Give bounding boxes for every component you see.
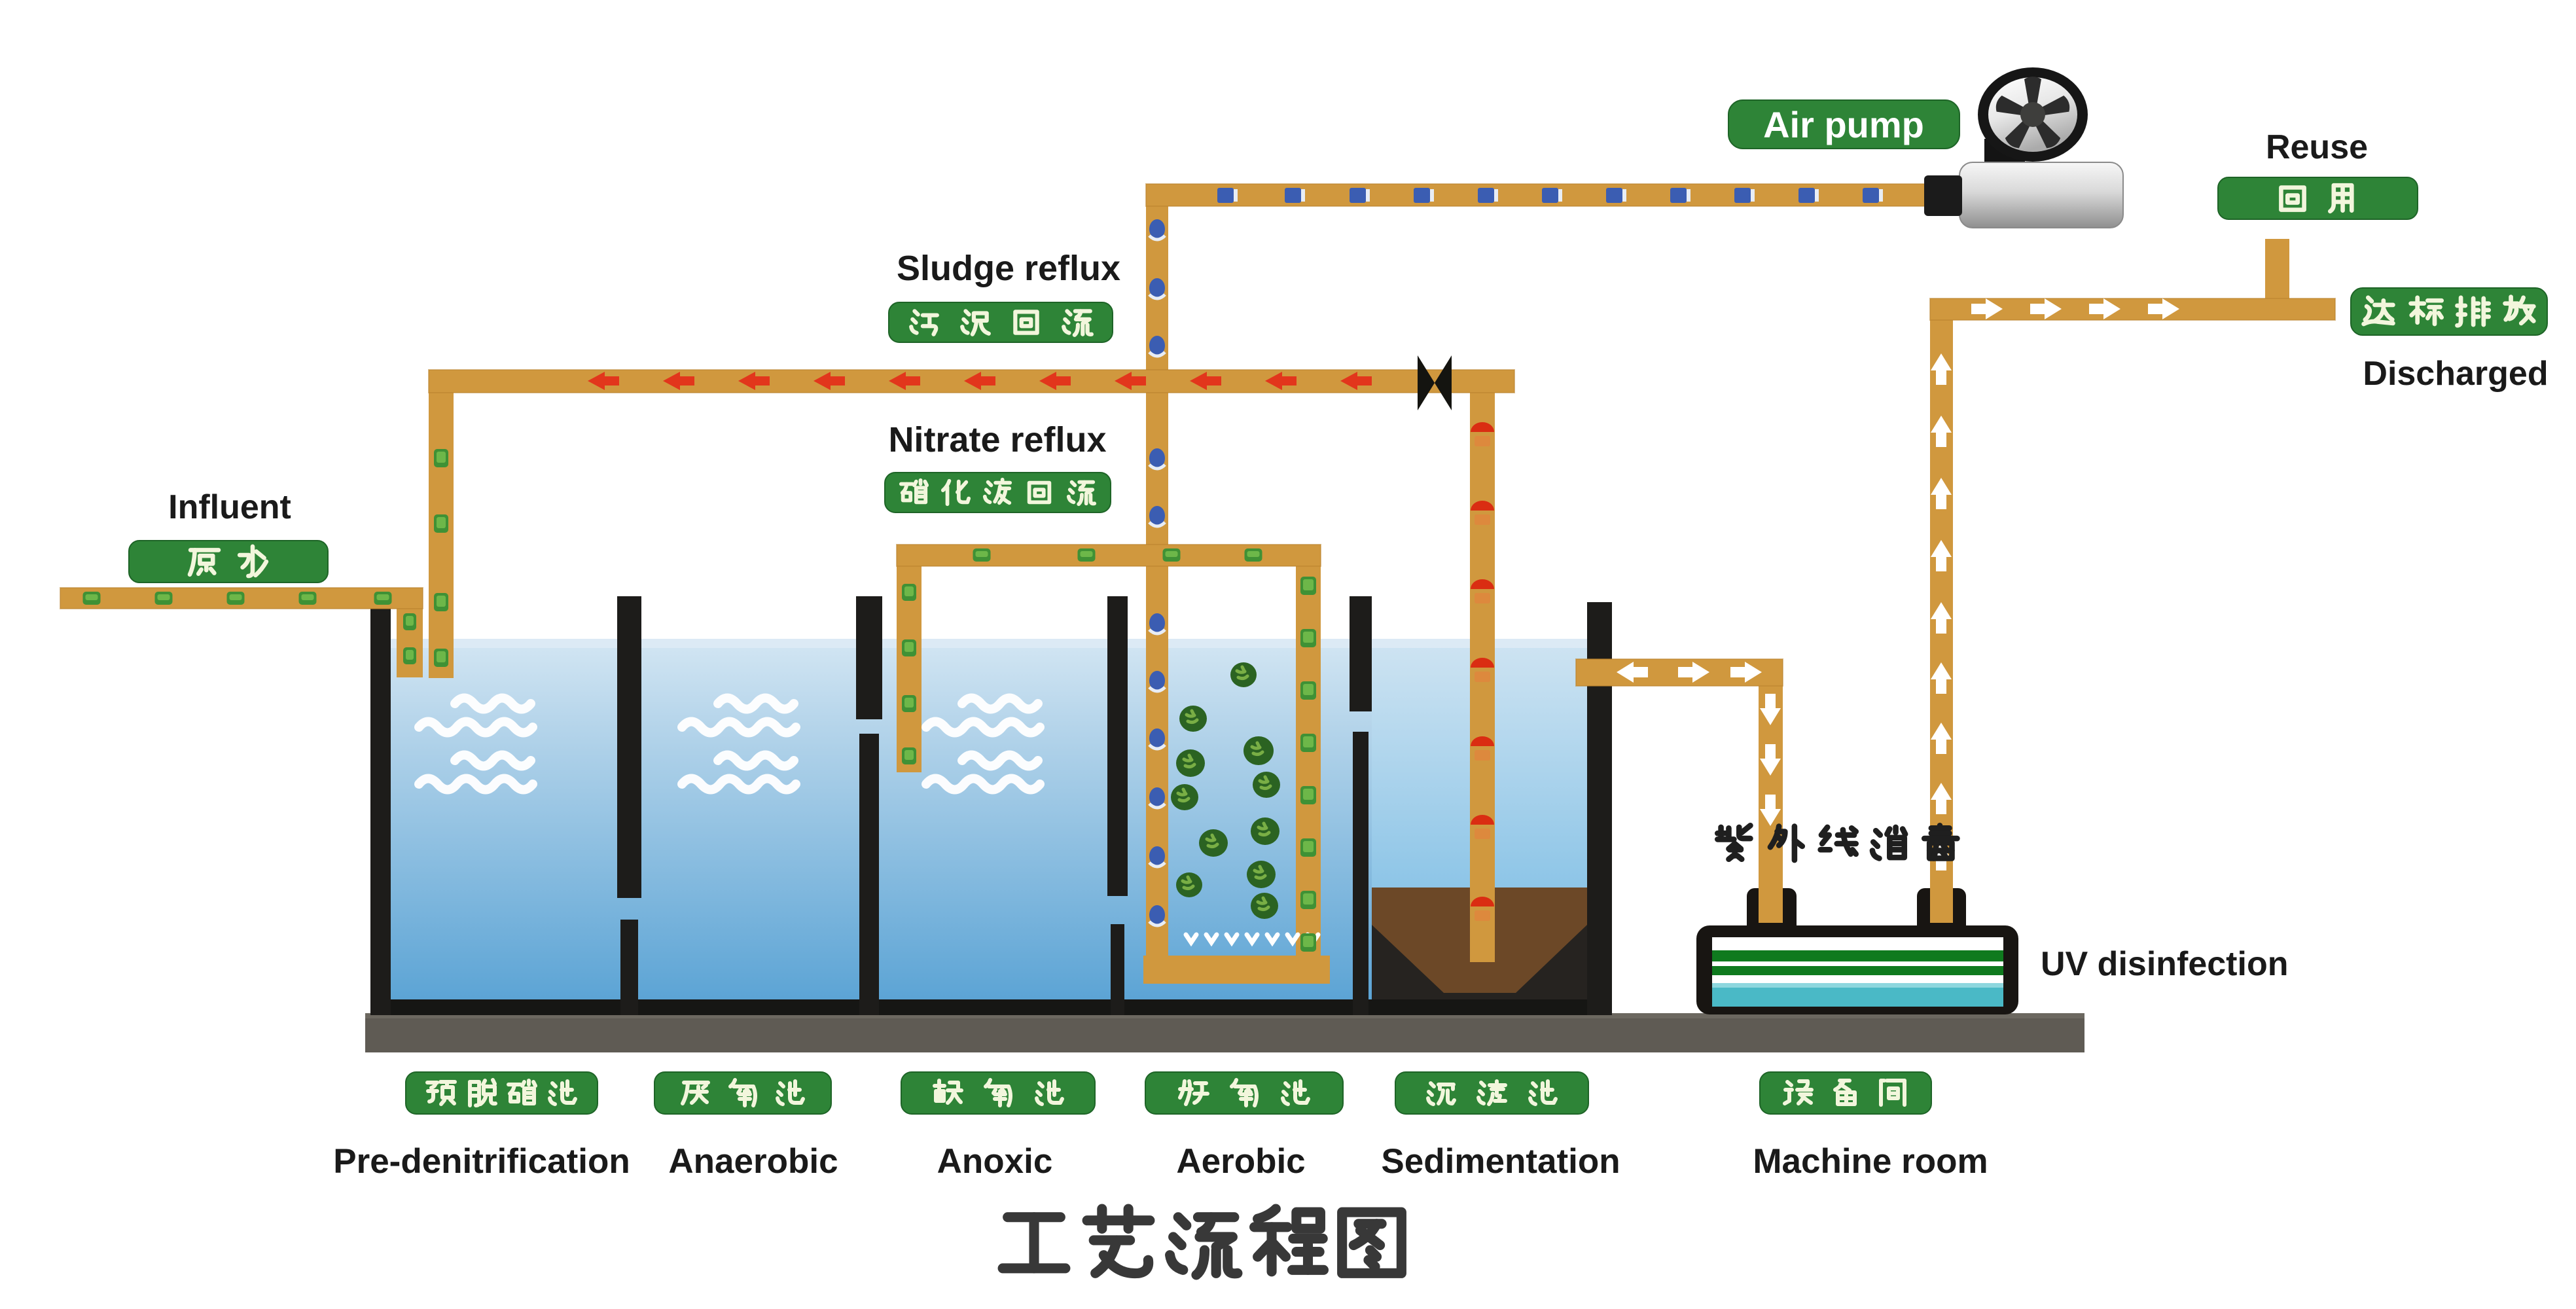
svg-text:Pre-denitrification: Pre-denitrification: [333, 1142, 630, 1181]
svg-text:Reuse: Reuse: [2266, 128, 2368, 166]
svg-text:Sedimentation: Sedimentation: [1381, 1142, 1620, 1181]
svg-text:Nitrate reflux: Nitrate reflux: [888, 420, 1106, 459]
svg-text:Air pump: Air pump: [1763, 104, 1924, 145]
svg-text:Influent: Influent: [168, 488, 291, 526]
svg-text:Anoxic: Anoxic: [937, 1142, 1053, 1181]
svg-text:Anaerobic: Anaerobic: [668, 1142, 838, 1181]
svg-text:Sludge reflux: Sludge reflux: [897, 249, 1120, 288]
svg-text:Aerobic: Aerobic: [1176, 1142, 1305, 1181]
svg-text:Discharged: Discharged: [2363, 355, 2548, 393]
svg-text:Machine room: Machine room: [1753, 1142, 1988, 1181]
svg-text:UV disinfection: UV disinfection: [2041, 945, 2288, 983]
